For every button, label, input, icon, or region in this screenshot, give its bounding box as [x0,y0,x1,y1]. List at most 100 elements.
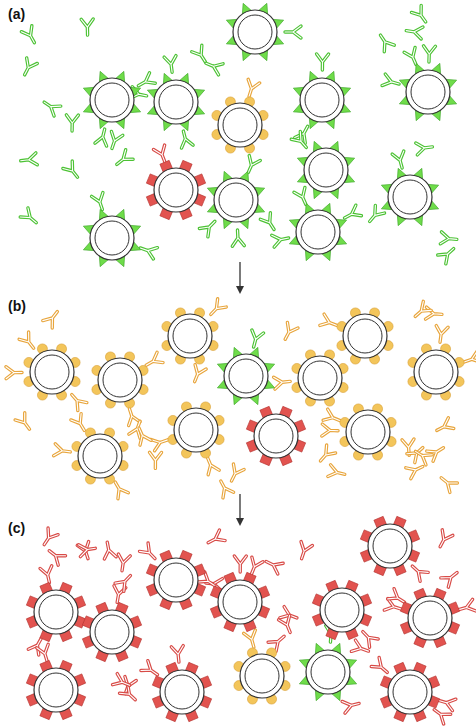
antibody [43,308,62,328]
antibody [274,375,291,389]
antibody [243,156,260,176]
antibody [40,566,55,584]
cell-nucleus [311,655,345,689]
antibody [46,546,66,565]
antibody [438,244,458,264]
cell [24,344,80,400]
cell-membrane [406,70,450,114]
antibody [441,568,461,587]
cell-nucleus [411,75,445,109]
antibody [320,314,339,331]
antibody [19,58,37,78]
cell [145,71,206,132]
cell-membrane [240,654,284,698]
cell [146,160,205,219]
cell-nucleus [393,180,427,214]
cell-nucleus [95,83,129,117]
antibody [440,232,457,245]
antibody [412,446,432,465]
antibody [19,332,38,352]
cell-nucleus [159,563,193,597]
antibody [207,299,227,319]
cell [291,69,352,130]
cell [81,69,142,130]
antibody [79,542,97,556]
cell [72,428,128,484]
cell-nucleus [223,108,257,142]
antibody [226,464,244,484]
antibody [244,630,260,649]
cell-nucleus [325,593,359,627]
antibody [260,213,279,233]
cell-membrane [298,356,342,400]
cell-membrane [408,596,452,640]
cell [26,660,85,719]
cell [162,308,218,364]
cell-nucleus [159,85,193,119]
cell-nucleus [413,601,447,635]
antibody [435,530,453,550]
antibody [140,543,160,563]
cell-membrane [306,650,350,694]
cell-nucleus [179,413,213,447]
antibody [189,365,206,384]
cell-nucleus [229,359,263,393]
cell-membrane [388,670,432,714]
cell [81,207,142,268]
cell-nucleus [303,361,337,395]
antibody [404,47,421,66]
antibody [95,128,111,146]
step-arrow [239,262,240,290]
antibody [427,443,447,462]
antibody [457,599,476,615]
cell-membrane [90,216,134,260]
antibody [113,150,133,169]
antibody [37,644,53,663]
antibody [171,646,185,663]
cell-membrane [98,358,142,402]
cell [215,345,276,406]
antibody [232,230,245,247]
cell-membrane [90,610,134,654]
cell [212,97,268,153]
cell-membrane [388,175,432,219]
cell-nucleus [301,215,335,249]
cell [92,352,148,408]
cell [400,588,459,647]
cell-nucleus [351,415,385,449]
antibody [328,465,346,480]
cell-nucleus [95,615,129,649]
antibody [462,351,476,368]
cell-membrane [233,10,277,54]
antibody [272,232,290,247]
cell [312,580,371,639]
cell-nucleus [393,675,427,709]
cell [152,662,211,721]
cell-nucleus [309,153,343,187]
cell-membrane [218,580,262,624]
antibody [322,424,338,437]
cell [246,406,305,465]
cell-membrane [34,668,78,712]
cell [295,139,356,200]
antibody [411,301,431,321]
antibody [423,46,436,62]
cell-nucleus [95,221,129,255]
cell-nucleus [39,673,73,707]
antibody [323,409,342,426]
antibody [392,151,408,170]
antibody [405,25,423,39]
cell-membrane [414,350,458,394]
cell-nucleus [373,529,407,563]
antibody [437,473,457,492]
antibody [6,366,22,378]
cell-nucleus [305,83,339,117]
antibody [15,413,34,433]
cell-membrane [90,78,134,122]
cell-membrane [300,78,344,122]
cell-membrane [30,350,74,394]
panel-label: (b) [8,298,26,314]
cell-nucleus [419,355,453,389]
